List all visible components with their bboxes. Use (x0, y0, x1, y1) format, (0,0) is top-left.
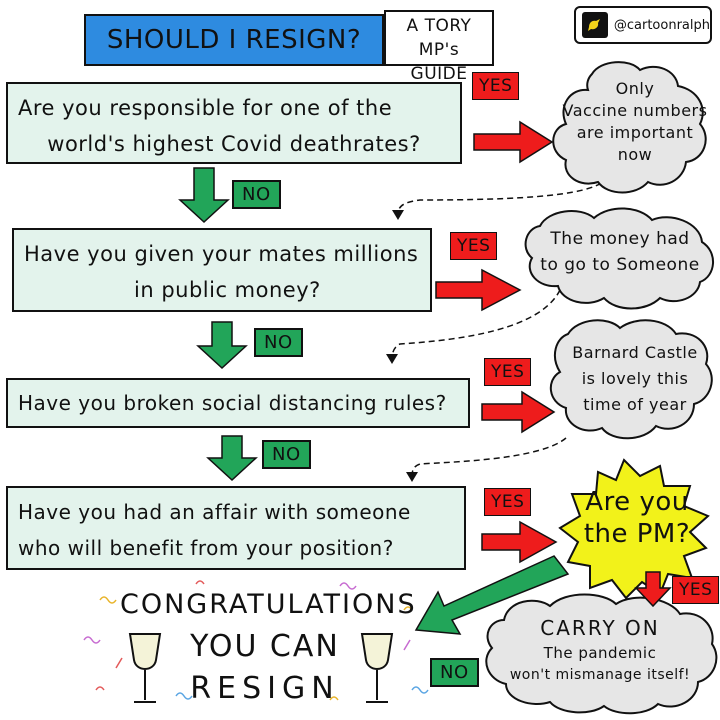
subtitle-line-2: GUIDE (410, 64, 468, 84)
connector-arrowhead (392, 210, 404, 220)
no-label-3: NO (262, 440, 311, 469)
carry-on-line-3: won't mismanage itself! (509, 667, 691, 683)
question-3-line-1: Have you broken social distancing rules? (18, 391, 447, 415)
cloud-2-line-2: to go to Someone (540, 255, 700, 275)
yes-label-1: YES (472, 72, 520, 100)
no-label-2: NO (254, 328, 303, 357)
pm-question-text: Are you the PM? (572, 486, 702, 550)
connector-arrowhead (386, 354, 398, 364)
author-handle-badge: @cartoonralph (574, 6, 712, 44)
yes-label-2: YES (450, 232, 498, 260)
page-subtitle: A TORY MP's GUIDE (384, 10, 494, 84)
pm-question-line-1: Are you (585, 487, 689, 517)
cloud-3-line-1: Barnard Castle (572, 343, 698, 362)
yes-label-pm: YES (672, 576, 720, 604)
carry-on-text: CARRY ON The pandemic won't mismanage it… (486, 614, 714, 686)
cloud-2-line-1: The money had (550, 229, 690, 249)
cloud-1-shape (552, 61, 707, 194)
yes-arrow-4 (481, 520, 558, 564)
yes-arrow-1 (473, 120, 554, 164)
cloud-1-line-4: now (617, 145, 653, 164)
result-text: CONGRATULATIONS YOU CAN RESIGN (120, 584, 417, 710)
question-2-line-1: Have you given your mates millions (24, 242, 419, 266)
yes-label-3: YES (484, 358, 532, 386)
question-box-4: Have you had an affair with someone who … (6, 486, 466, 570)
no-arrow-3 (206, 435, 258, 482)
no-label-1: NO (232, 180, 281, 209)
cloud-1-line-1: Only (615, 79, 655, 98)
no-label-pm: NO (430, 658, 479, 687)
carry-on-line-1: CARRY ON (540, 616, 660, 640)
subtitle-line-1: A TORY MP's (406, 16, 472, 60)
cloud-3-line-2: is lovely this (581, 369, 689, 388)
pm-question-line-2: the PM? (583, 519, 691, 549)
bird-icon (582, 12, 608, 38)
question-4-line-2: who will benefit from your position? (18, 536, 394, 560)
cloud-3-line-3: time of year (583, 395, 687, 414)
champagne-glass-left-icon (128, 633, 162, 703)
connector-arrowhead (406, 472, 418, 482)
question-2-line-2: in public money? (134, 278, 321, 302)
connector-cloud3-to-q4 (411, 437, 567, 477)
cloud-2-text: The money had to go to Someone (528, 226, 712, 278)
question-1-line-1: Are you responsible for one of the (18, 96, 393, 120)
confetti-sparkles (83, 580, 429, 701)
cloud-1-line-3: are important (576, 123, 694, 142)
cloud-2-shape (524, 207, 714, 310)
connector-cloud2-to-q3 (391, 289, 561, 359)
no-arrow-2 (196, 321, 248, 370)
handle-text: @cartoonralph (613, 17, 710, 33)
carry-on-line-2: The pandemic (543, 644, 657, 662)
yes-arrow-3 (481, 390, 556, 434)
question-4-line-1: Have you had an affair with someone (18, 500, 411, 524)
cloud-1-text: Only Vaccine numbers are important now (560, 78, 710, 166)
cloud-1-line-2: Vaccine numbers (562, 101, 708, 120)
result-line-1: CONGRATULATIONS (120, 589, 417, 620)
question-box-2: Have you given your mates millions in pu… (12, 228, 432, 312)
champagne-glass-right-icon (360, 633, 394, 703)
no-arrow-pm (414, 555, 570, 635)
cloud-3-text: Barnard Castle is lovely this time of ye… (560, 340, 710, 418)
pm-starburst-shape (558, 458, 710, 600)
no-arrow-1 (178, 167, 230, 224)
connector-cloud1-to-q2 (397, 175, 609, 215)
result-line-3: RESIGN (190, 671, 340, 706)
question-1-line-2: world's highest Covid deathrates? (47, 132, 421, 156)
result-line-2: YOU CAN (190, 629, 340, 664)
question-box-3: Have you broken social distancing rules? (6, 378, 470, 428)
yes-arrow-pm (634, 571, 672, 608)
cloud-4-shape (485, 593, 718, 715)
yes-label-4: YES (484, 488, 532, 516)
yes-arrow-2 (435, 268, 522, 312)
cloud-3-shape (550, 319, 713, 440)
question-box-1: Are you responsible for one of the world… (6, 82, 462, 164)
page-title: SHOULD I RESIGN? (84, 14, 384, 66)
